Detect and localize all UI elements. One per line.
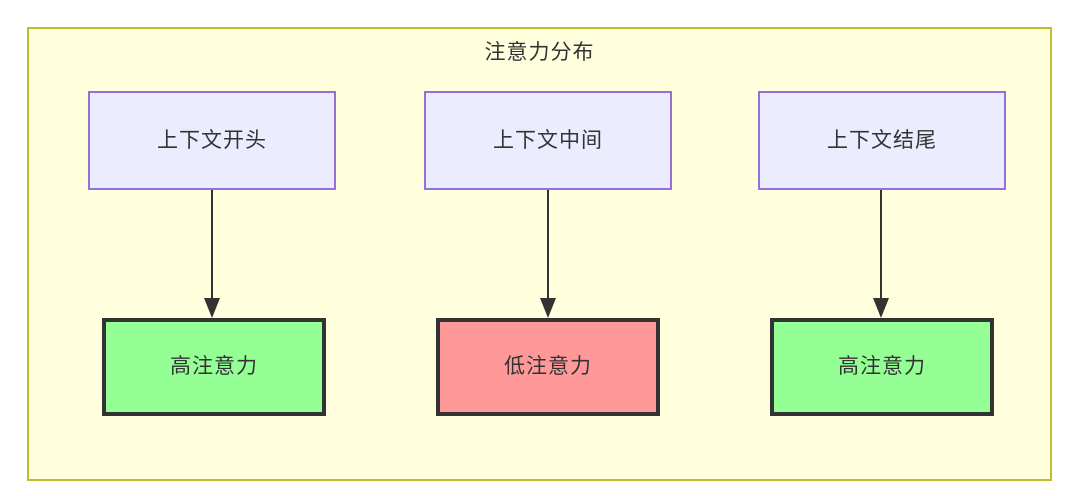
node-attention-low-middle[interactable]: 低注意力 [436, 318, 660, 416]
node-attention-high-start[interactable]: 高注意力 [102, 318, 326, 416]
node-context-end[interactable]: 上下文结尾 [758, 91, 1006, 190]
node-context-start[interactable]: 上下文开头 [88, 91, 336, 190]
subgraph-title: 注意力分布 [484, 41, 595, 64]
node-context-middle[interactable]: 上下文中间 [424, 91, 672, 190]
node-attention-high-end[interactable]: 高注意力 [770, 318, 994, 416]
